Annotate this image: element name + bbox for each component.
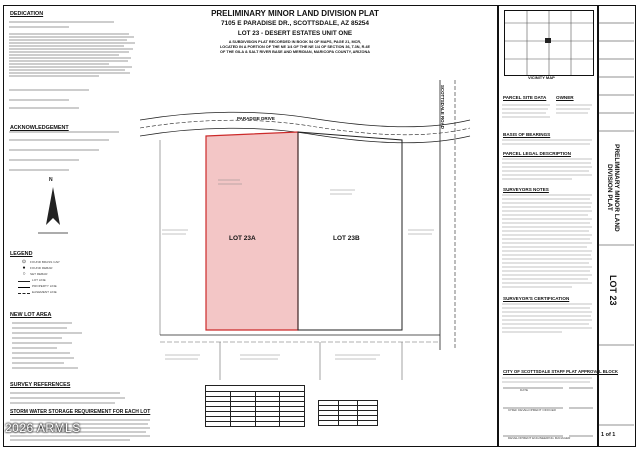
basis-of-bearings-title: BASIS OF BEARINGS [503, 132, 551, 137]
legend-item: ○SET REBAR [18, 272, 118, 278]
title-block-border [598, 5, 636, 447]
watermark: 2026 ARMLS [5, 421, 81, 435]
approval-officer-label: CHIEF DEVELOPMENT OFFICER [508, 408, 556, 412]
site-location-marker [545, 38, 551, 43]
drawing-border [3, 5, 498, 447]
approval-engineering-label: DEVELOPMENT ENGINEERING MANAGER [508, 436, 571, 440]
street-label-paradise: PARADISE DRIVE [237, 116, 275, 121]
acknowledgement-title: ACKNOWLEDGEMENT [10, 125, 69, 131]
plat-title: PRELIMINARY MINOR LAND DIVISION PLAT [211, 9, 379, 18]
lot-23b-label: LOT 23B [333, 235, 360, 242]
easement-line-icon [18, 292, 30, 294]
surveyors-notes-title: SURVEYORS NOTES [503, 187, 549, 192]
plat-subdivision: LOT 23 - DESERT ESTATES UNIT ONE [237, 30, 353, 37]
certification-title: SURVEYOR'S CERTIFICATION [503, 296, 570, 301]
legend-title: LEGEND [10, 251, 33, 257]
vicinity-map-label: VICINITY MAP [528, 75, 555, 80]
line-table [318, 400, 378, 426]
legend-item: ●FOUND REBAR [18, 266, 118, 272]
approval-signature-lines [503, 387, 593, 437]
stormwater-lines [10, 419, 150, 441]
rebar-found-icon: ● [22, 265, 26, 272]
plat-description-1: A SUBDIVISION PLAT RECORDED IN BOOK 54 O… [228, 40, 362, 44]
lot-line-icon [18, 280, 30, 282]
approval-date-label: DATE [520, 388, 529, 392]
owner-title: OWNER [556, 95, 574, 100]
vicinity-map-graphic [505, 11, 593, 75]
dedication-title: DEDICATION [10, 11, 44, 17]
plat-address: 7105 E PARADISE DR., SCOTTSDALE, AZ 8525… [220, 20, 370, 27]
title-block-grid [598, 22, 634, 426]
site-data-title: PARCEL SITE DATA [503, 95, 547, 100]
legend-list: ⊙FOUND BRASS CAP ●FOUND REBAR ○SET REBAR… [18, 260, 118, 296]
plat-description-2: LOCATED IN A PORTION OF THE NE 1/4 OF TH… [219, 45, 371, 49]
stormwater-title: STORM WATER STORAGE REQUIREMENT FOR EACH… [10, 409, 151, 415]
sheet-number: 1 of 1 [601, 432, 616, 438]
rebar-set-icon: ○ [22, 271, 26, 278]
lot-23a-label: LOT 23A [229, 235, 256, 242]
legend-item: EASEMENT LINE [18, 290, 118, 296]
curve-table [205, 385, 305, 427]
legend-item: PROPERTY LINE [18, 284, 118, 290]
lot-drawing [140, 80, 471, 380]
road-label-scottsdale: SCOTTSDALE ROAD [440, 85, 445, 129]
approval-title: CITY OF SCOTTSDALE STAFF PLAT APPROVAL B… [503, 369, 618, 374]
survey-references-title: SURVEY REFERENCES [10, 382, 71, 388]
new-lot-area-title: NEW LOT AREA [10, 312, 52, 318]
title-block-project: PRELIMINARY MINOR LAND DIVISION PLAT [606, 143, 620, 232]
vicinity-map [504, 10, 594, 76]
notes-border [498, 5, 598, 447]
title-block-lot: LOT 23 [608, 274, 618, 306]
legend-item: ⊙FOUND BRASS CAP [18, 260, 118, 266]
legend-item: LOT LINE [18, 278, 118, 284]
notes-text-lines [502, 104, 592, 383]
brass-cap-icon: ⊙ [21, 259, 27, 266]
plat-description-3: OF THE GILA & SALT RIVER BASE AND MERIDI… [220, 50, 370, 54]
north-arrow-label: N [49, 177, 53, 183]
survey-references-lines [10, 392, 125, 404]
left-column-text-lines [9, 21, 135, 171]
legal-description-title: PARCEL LEGAL DESCRIPTION [503, 151, 571, 156]
new-lot-area-lines [12, 322, 82, 369]
property-line-icon [18, 286, 30, 288]
north-arrow-icon [38, 187, 68, 234]
